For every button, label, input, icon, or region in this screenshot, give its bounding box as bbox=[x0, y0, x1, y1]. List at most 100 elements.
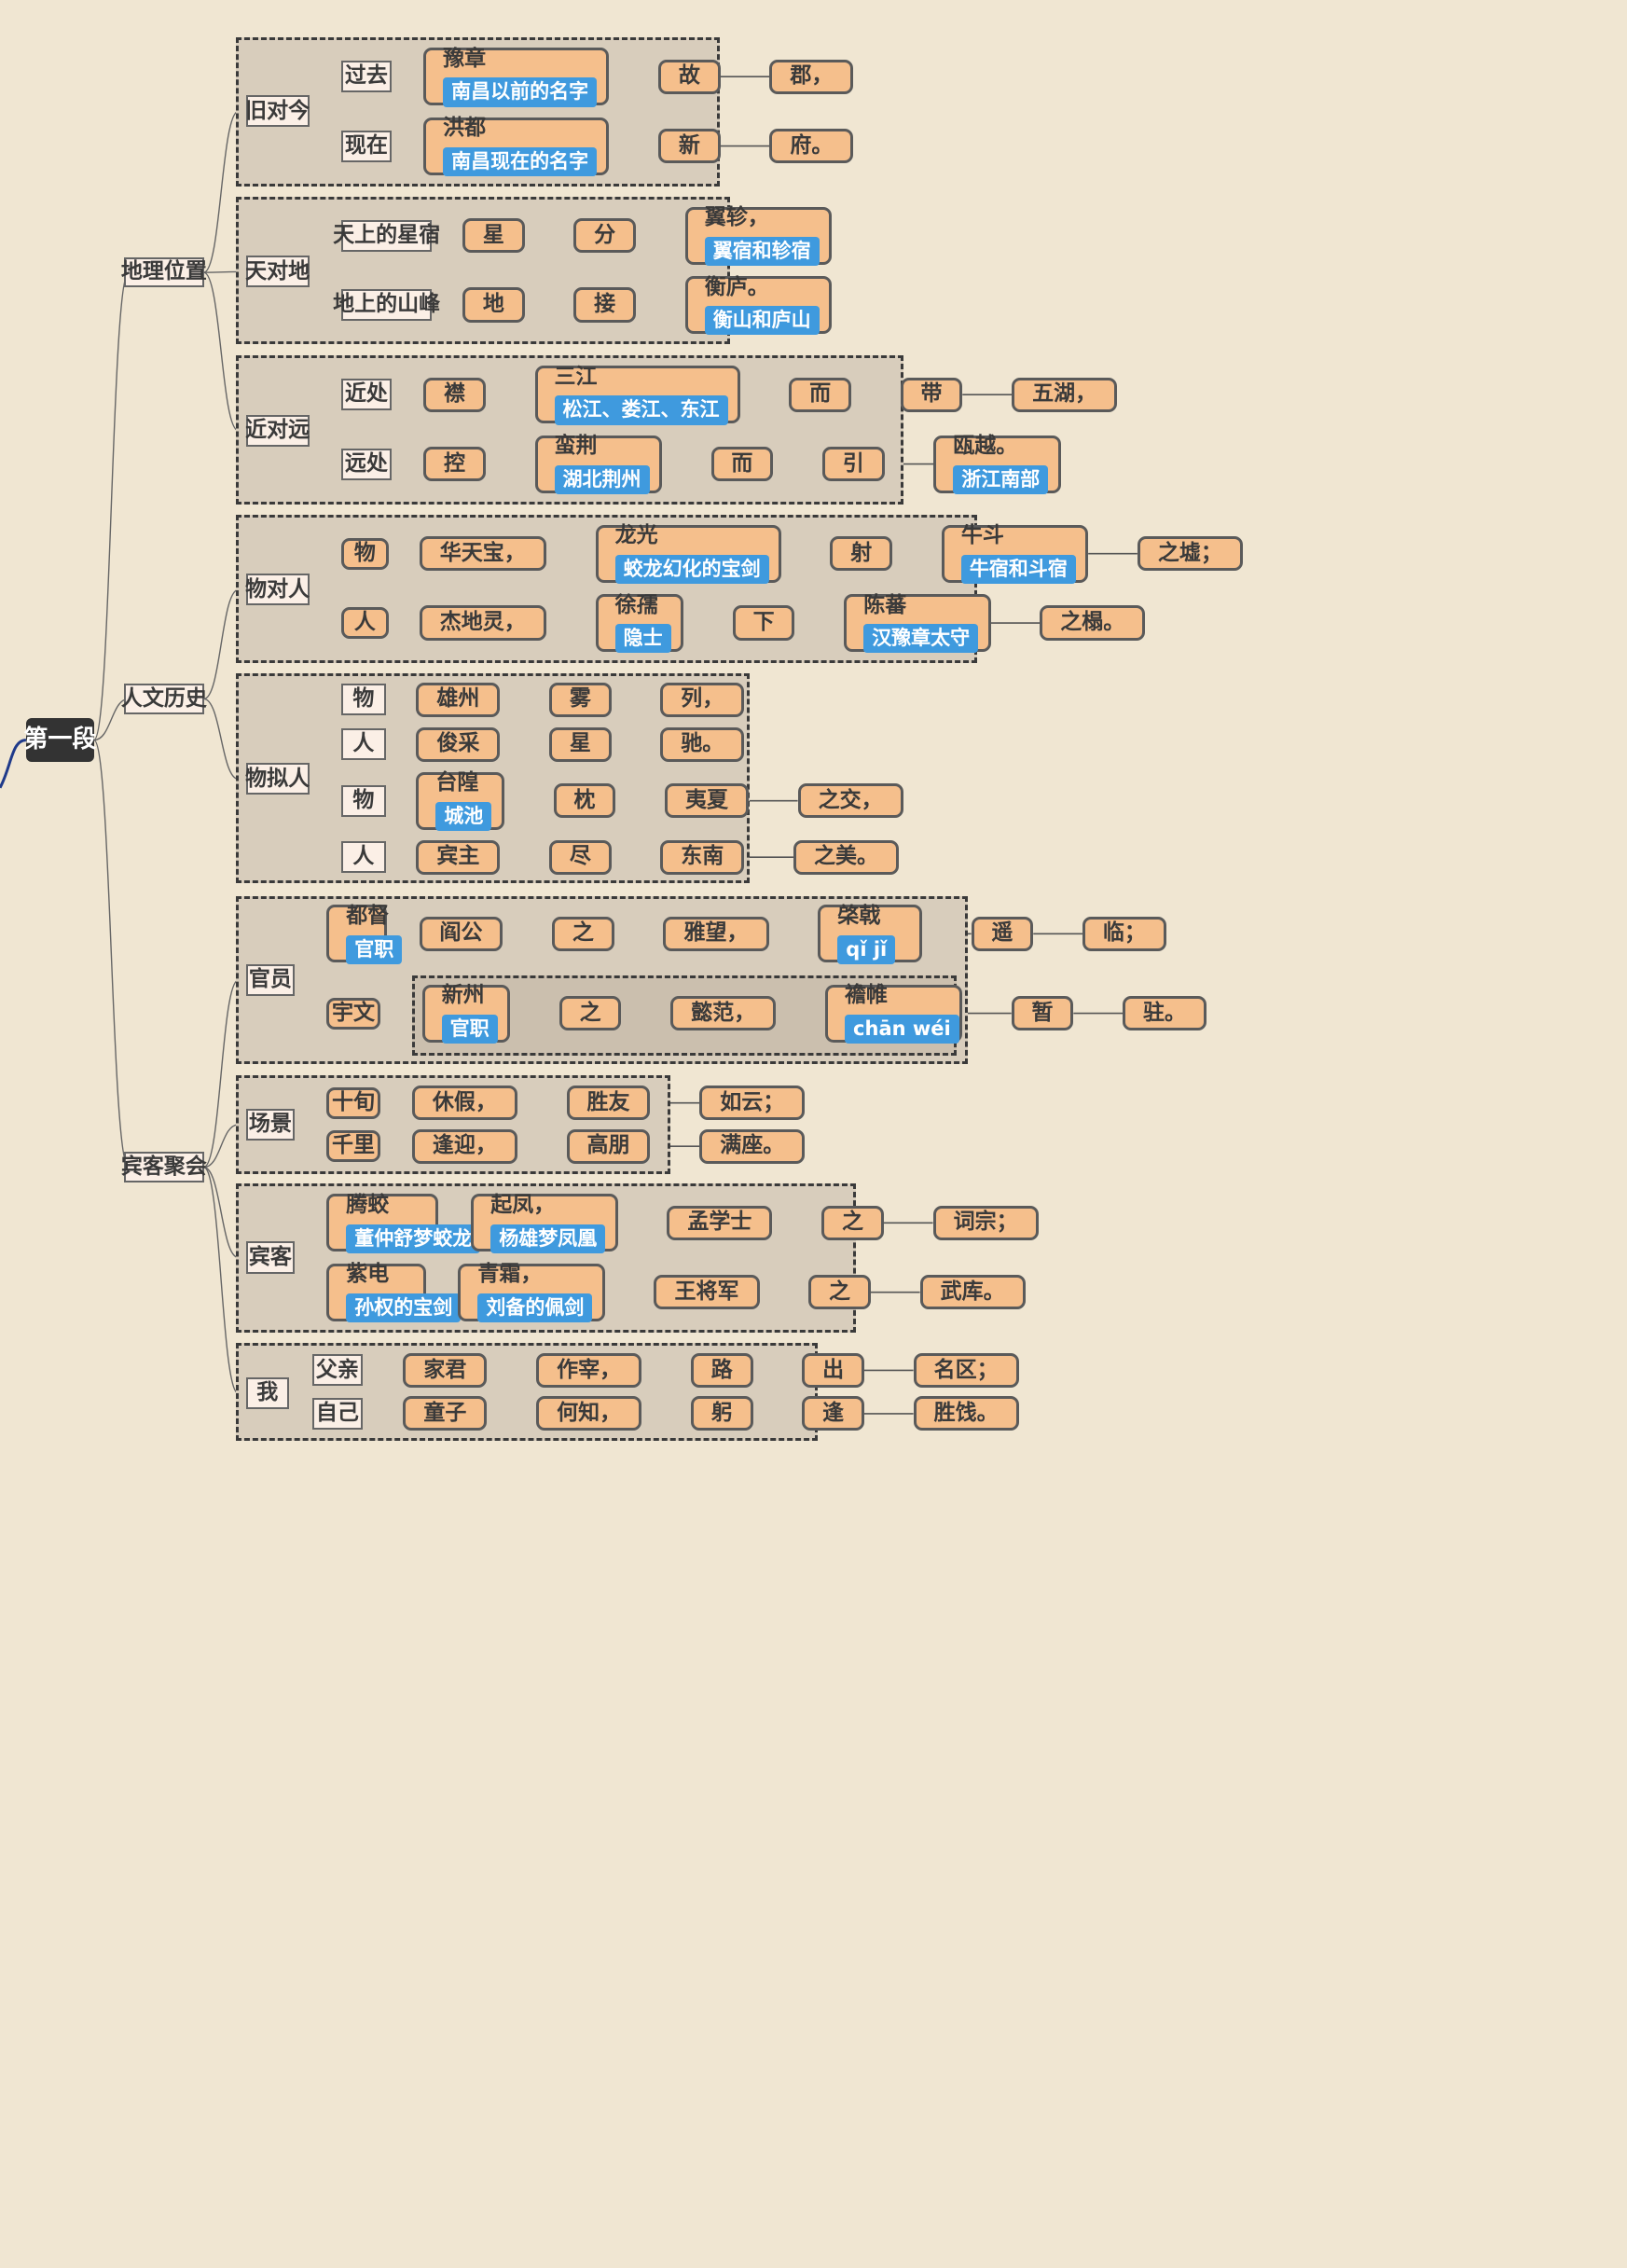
topic-near-vs-far[interactable]: 近对远 bbox=[245, 414, 310, 447]
leaf-yuanchu-0[interactable]: 控 bbox=[423, 446, 486, 482]
leaf-ren1-3[interactable]: 陈蕃汉豫章太守 bbox=[844, 593, 991, 654]
leaf-qianli-1[interactable]: 高朋 bbox=[566, 1128, 651, 1164]
leaf-wu1-1[interactable]: 龙光蛟龙幻化的宝剑 bbox=[595, 523, 781, 585]
subtopic-wu1[interactable]: 物 bbox=[340, 537, 389, 570]
leaf-ziji-1[interactable]: 何知， bbox=[536, 1396, 642, 1431]
leaf-wu1-4[interactable]: 之墟； bbox=[1137, 536, 1243, 572]
leaf-shixun-1[interactable]: 胜友 bbox=[566, 1086, 651, 1121]
leaf-wu1-3[interactable]: 牛斗牛宿和斗宿 bbox=[941, 523, 1089, 585]
subtopic-shixun[interactable]: 十旬 bbox=[326, 1086, 380, 1119]
subtopic-jinchu[interactable]: 近处 bbox=[340, 379, 393, 411]
leaf-dudu-0[interactable]: 阎公 bbox=[419, 916, 503, 951]
leaf-yuwen-5[interactable]: 驻。 bbox=[1123, 995, 1206, 1031]
leaf-yuanchu-2[interactable]: 而 bbox=[710, 446, 774, 482]
leaf-yuanchu-1[interactable]: 蛮荆湖北荆州 bbox=[534, 434, 662, 494]
subtopic-zidian[interactable]: 紫电孙权的宝剑 bbox=[326, 1262, 462, 1323]
leaf-jinchu-2[interactable]: 而 bbox=[789, 377, 851, 412]
leaf-tengjiao-3[interactable]: 词宗； bbox=[932, 1205, 1039, 1240]
leaf-wu3-0[interactable]: 台隍城池 bbox=[416, 770, 504, 832]
category-guest-gathering[interactable]: 宾客聚会 bbox=[121, 1152, 207, 1182]
leaf-fuqin-0[interactable]: 家君 bbox=[403, 1352, 488, 1388]
leaf-zidian-1[interactable]: 王将军 bbox=[654, 1275, 760, 1310]
subtopic-tianshang[interactable]: 天上的星宿 bbox=[333, 219, 440, 252]
leaf-ziji-4[interactable]: 胜饯。 bbox=[913, 1396, 1019, 1431]
leaf-dishang-2[interactable]: 衡庐。衡山和庐山 bbox=[684, 275, 832, 336]
leaf-yuanchu-4[interactable]: 瓯越。浙江南部 bbox=[933, 434, 1061, 494]
leaf-xianzai-0[interactable]: 洪都南昌现在的名字 bbox=[423, 116, 610, 176]
leaf-ren1-4[interactable]: 之榻。 bbox=[1040, 605, 1146, 641]
leaf-wu1-0[interactable]: 华天宝， bbox=[419, 536, 546, 572]
leaf-fuqin-2[interactable]: 路 bbox=[690, 1352, 753, 1388]
topic-me[interactable]: 我 bbox=[245, 1377, 289, 1410]
leaf-jinchu-1[interactable]: 三江松江、娄江、东江 bbox=[534, 365, 740, 425]
subtopic-yuanchu[interactable]: 远处 bbox=[340, 448, 393, 480]
root-node-first-paragraph[interactable]: 第一段 bbox=[23, 718, 96, 762]
leaf-wu2-0[interactable]: 雄州 bbox=[416, 682, 501, 717]
leaf-dudu-2[interactable]: 雅望， bbox=[663, 916, 769, 951]
leaf-dudu-4[interactable]: 遥 bbox=[971, 916, 1034, 951]
leaf-yuwen-1[interactable]: 之 bbox=[558, 995, 622, 1031]
leaf-ziji-2[interactable]: 躬 bbox=[690, 1396, 753, 1431]
leaf-ren1-1[interactable]: 徐孺隐士 bbox=[595, 593, 684, 654]
subtopic-wu3[interactable]: 物 bbox=[340, 784, 386, 817]
leaf-zidian-2[interactable]: 之 bbox=[808, 1275, 871, 1310]
leaf-ren3-3[interactable]: 之美。 bbox=[793, 839, 900, 875]
leaf-xianzai-1[interactable]: 新 bbox=[658, 128, 721, 164]
leaf-qianli-0[interactable]: 逢迎， bbox=[411, 1128, 517, 1164]
topic-scene[interactable]: 场景 bbox=[245, 1108, 296, 1141]
subtopic-ziji[interactable]: 自己 bbox=[311, 1397, 364, 1430]
category-geography[interactable]: 地理位置 bbox=[121, 256, 207, 288]
leaf-wu1-2[interactable]: 射 bbox=[830, 536, 893, 572]
leaf-ren1-2[interactable]: 下 bbox=[732, 605, 795, 641]
topic-officials[interactable]: 官员 bbox=[245, 963, 296, 996]
leaf-dudu-1[interactable]: 之 bbox=[552, 916, 614, 951]
subtopic-yuwen[interactable]: 宇文 bbox=[326, 997, 380, 1030]
leaf-ren2-0[interactable]: 俊采 bbox=[416, 726, 501, 762]
leaf-ziji-3[interactable]: 逢 bbox=[802, 1396, 864, 1431]
leaf-ren3-0[interactable]: 宾主 bbox=[416, 839, 501, 875]
leaf-tianshang-2[interactable]: 翼轸，翼宿和轸宿 bbox=[684, 205, 832, 267]
leaf-guoqu-2[interactable]: 郡， bbox=[769, 59, 854, 94]
leaf-wu2-2[interactable]: 列， bbox=[660, 682, 745, 717]
leaf-tianshang-0[interactable]: 星 bbox=[462, 218, 525, 254]
leaf-shixun-2[interactable]: 如云； bbox=[699, 1086, 806, 1121]
topic-heaven-vs-earth[interactable]: 天对地 bbox=[245, 256, 310, 288]
leaf-yuwen-2[interactable]: 懿范， bbox=[670, 995, 777, 1031]
subtopic-qianli[interactable]: 千里 bbox=[326, 1130, 380, 1163]
topic-things-vs-people[interactable]: 物对人 bbox=[245, 574, 310, 606]
topic-old-vs-new[interactable]: 旧对今 bbox=[245, 95, 310, 128]
subtopic-ren1[interactable]: 人 bbox=[340, 607, 389, 640]
leaf-jinchu-0[interactable]: 襟 bbox=[423, 377, 486, 412]
leaf-zidian-0[interactable]: 青霜，刘备的佩剑 bbox=[458, 1262, 605, 1323]
leaf-guoqu-1[interactable]: 故 bbox=[658, 59, 721, 94]
leaf-xianzai-2[interactable]: 府。 bbox=[769, 128, 854, 164]
leaf-fuqin-3[interactable]: 出 bbox=[802, 1352, 864, 1388]
leaf-guoqu-0[interactable]: 豫章南昌以前的名字 bbox=[423, 47, 610, 107]
leaf-jinchu-3[interactable]: 带 bbox=[900, 377, 963, 412]
subtopic-ren3[interactable]: 人 bbox=[340, 841, 386, 874]
subtopic-ren2[interactable]: 人 bbox=[340, 728, 386, 761]
subtopic-dishang[interactable]: 地上的山峰 bbox=[333, 289, 440, 322]
leaf-tengjiao-2[interactable]: 之 bbox=[821, 1205, 884, 1240]
leaf-wu3-1[interactable]: 枕 bbox=[553, 783, 616, 819]
subtopic-dudu[interactable]: 都督官职 bbox=[326, 904, 403, 964]
category-humanities-history[interactable]: 人文历史 bbox=[121, 684, 207, 714]
leaf-ren2-2[interactable]: 驰。 bbox=[660, 726, 745, 762]
leaf-wu3-3[interactable]: 之交， bbox=[797, 783, 903, 819]
leaf-tengjiao-0[interactable]: 起凤，杨雄梦凤凰 bbox=[471, 1193, 618, 1253]
leaf-tengjiao-1[interactable]: 孟学士 bbox=[667, 1205, 773, 1240]
leaf-ren3-2[interactable]: 东南 bbox=[660, 839, 745, 875]
leaf-shixun-0[interactable]: 休假， bbox=[411, 1086, 517, 1121]
leaf-fuqin-4[interactable]: 名区； bbox=[913, 1352, 1019, 1388]
subtopic-xianzai[interactable]: 现在 bbox=[340, 130, 393, 162]
subtopic-fuqin[interactable]: 父亲 bbox=[311, 1354, 364, 1387]
leaf-dudu-5[interactable]: 临； bbox=[1082, 916, 1166, 951]
leaf-yuanchu-3[interactable]: 引 bbox=[821, 446, 885, 482]
leaf-qianli-2[interactable]: 满座。 bbox=[699, 1128, 806, 1164]
topic-personification[interactable]: 物拟人 bbox=[245, 763, 310, 795]
subtopic-tengjiao[interactable]: 腾蛟董仲舒梦蛟龙 bbox=[326, 1193, 481, 1253]
leaf-yuwen-0[interactable]: 新州官职 bbox=[421, 983, 511, 1044]
leaf-ren1-0[interactable]: 杰地灵， bbox=[419, 605, 546, 641]
